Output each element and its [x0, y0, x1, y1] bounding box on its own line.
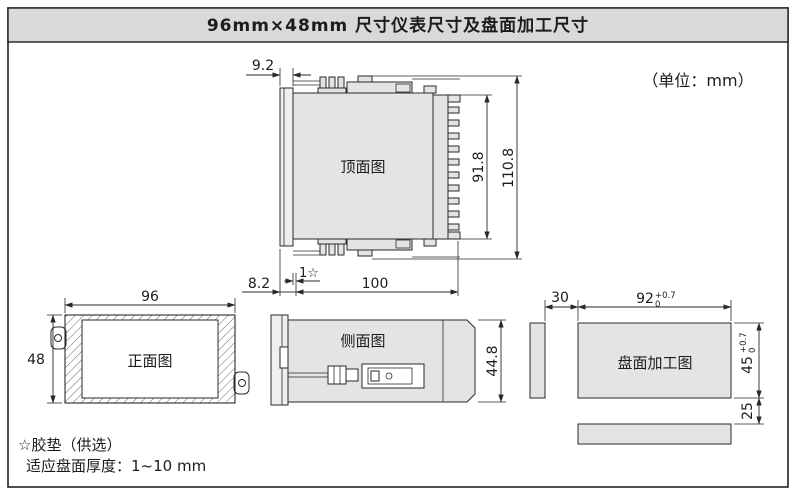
dim-cutout-gap: 30 [544, 290, 579, 321]
top-view-case [292, 92, 434, 240]
panel-cutout [577, 322, 732, 399]
terminal-block [432, 94, 461, 240]
svg-text:8.2: 8.2 [248, 276, 270, 292]
top-clamp [293, 75, 460, 94]
svg-text:96: 96 [141, 289, 159, 305]
unit-label: （单位：mm） [642, 71, 753, 90]
side-view-label: 侧面图 [340, 332, 385, 350]
bottom-clamp [293, 238, 460, 258]
svg-text:45: 45 [740, 356, 756, 374]
svg-text:0: 0 [748, 348, 758, 353]
footnote: ☆胶垫（供选） 适应盘面厚度：1~10 mm [18, 436, 206, 475]
svg-text:92: 92 [636, 291, 654, 307]
footnote-line1: ☆胶垫（供选） [18, 436, 121, 454]
front-view: 正面图 96 48 [27, 289, 250, 404]
svg-text:110.8: 110.8 [501, 148, 517, 188]
svg-text:9.2: 9.2 [252, 58, 274, 74]
dim-side-height: 44.8 [478, 319, 506, 403]
svg-text:+0.7: +0.7 [739, 332, 749, 353]
dim-cutout-row-gap: 25 [734, 397, 764, 425]
dim-cutout-width: 92 +0.7 0 [577, 291, 732, 321]
side-clamp [288, 363, 425, 389]
footnote-line2: 适应盘面厚度：1~10 mm [26, 457, 206, 475]
svg-text:91.8: 91.8 [471, 151, 487, 182]
front-display-area [81, 319, 219, 399]
svg-text:25: 25 [740, 402, 756, 420]
svg-text:100: 100 [362, 276, 389, 292]
svg-text:1☆: 1☆ [299, 266, 319, 281]
svg-text:0: 0 [655, 300, 660, 310]
adjacent-cutout-bottom [577, 423, 732, 445]
page-title: 96mm×48mm 尺寸仪表尺寸及盘面加工尺寸 [207, 15, 589, 36]
dim-front-width: 96 [64, 289, 236, 313]
dim-case-width: 91.8 [452, 94, 492, 240]
svg-text:30: 30 [551, 290, 569, 306]
svg-text:44.8: 44.8 [485, 345, 501, 376]
panel-view-label: 盘面加工图 [617, 354, 692, 372]
side-view: 侧面图 44.8 [270, 314, 506, 406]
dim-overall-width: 110.8 [372, 75, 522, 260]
mounting-hole-right [238, 379, 246, 387]
dim-front-depth: 9.2 [246, 58, 311, 86]
svg-text:48: 48 [27, 352, 45, 368]
mounting-hole-left [54, 334, 62, 342]
top-view-bezel [279, 87, 294, 247]
svg-text:+0.7: +0.7 [655, 291, 676, 301]
dim-front-height: 48 [27, 314, 62, 404]
panel-cutout-view: 盘面加工图 30 92 +0.7 0 45 +0.7 0 [529, 290, 764, 445]
front-view-label: 正面图 [127, 352, 172, 370]
dim-rear-depth-gasket-case-depth: 1☆ 8.2 100 [242, 241, 459, 296]
top-view: 顶面图 9.2 91.8 110.8 [242, 58, 522, 296]
adjacent-cutout-left [529, 322, 546, 399]
title-bar [7, 7, 789, 43]
top-view-label: 顶面图 [340, 158, 385, 176]
